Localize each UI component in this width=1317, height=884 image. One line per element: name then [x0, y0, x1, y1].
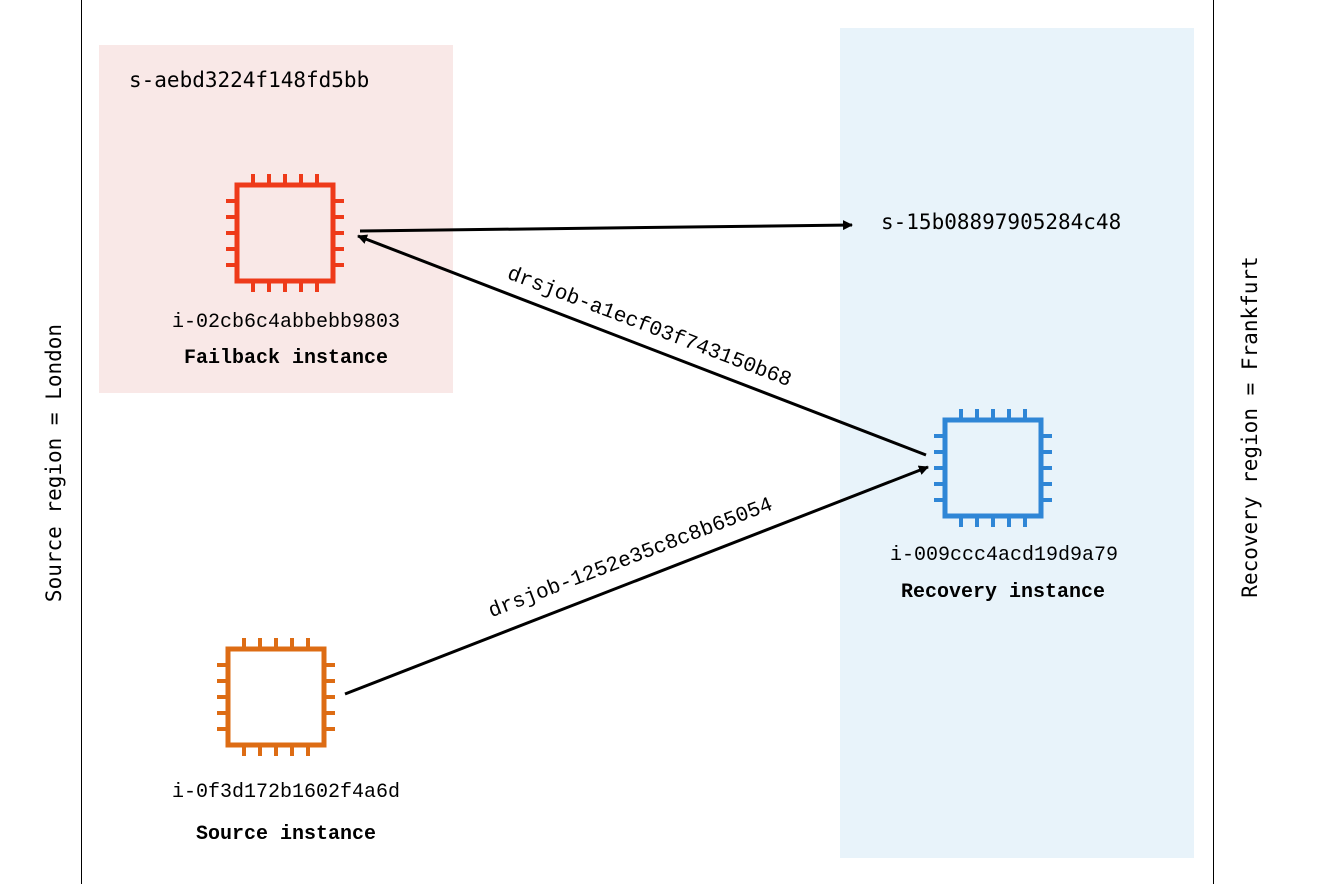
- failback-instance-id: i-02cb6c4abbebb9803: [171, 311, 401, 334]
- source-instance-id: i-0f3d172b1602f4a6d: [171, 781, 401, 804]
- failback-instance-chip-icon: [226, 174, 344, 292]
- failback-to-recovery-server-arrow: [359, 220, 853, 233]
- chip-body: [234, 182, 336, 284]
- failback-instance-role: Failback instance: [183, 347, 389, 370]
- source-instance-role: Source instance: [195, 823, 377, 846]
- source-region-border: [81, 0, 82, 884]
- chip-body: [225, 646, 327, 748]
- chip-body: [942, 417, 1044, 519]
- recovery-instance-chip-icon: [934, 409, 1052, 527]
- failback-server-id: s-aebd3224f148fd5bb: [129, 68, 370, 92]
- recovery-instance-role: Recovery instance: [900, 581, 1106, 604]
- failback-zone: [99, 45, 453, 393]
- recovery-server-id: s-15b08897905284c48: [881, 210, 1122, 234]
- recovery-region-border: [1213, 0, 1214, 884]
- source-instance-chip-icon: [217, 638, 335, 756]
- recovery-instance-id: i-009ccc4acd19d9a79: [889, 544, 1119, 567]
- recovery-job-arrow: [344, 465, 929, 696]
- failback-job-arrow: [357, 234, 927, 457]
